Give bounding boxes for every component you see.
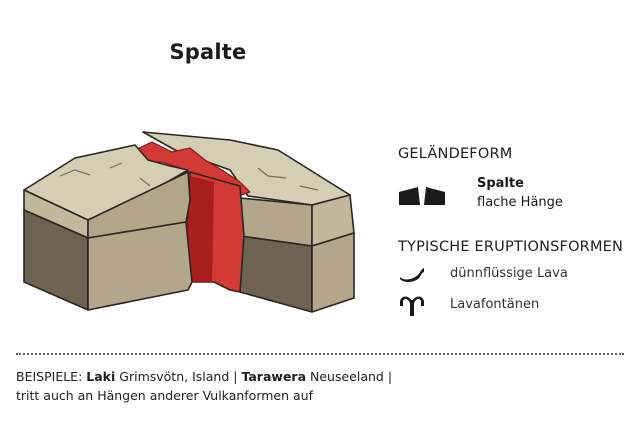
surface-crack-lines: [59, 162, 319, 191]
example-separator: |: [233, 369, 238, 384]
example-separator-2: |: [387, 369, 393, 384]
example-2-location: Neuseeland: [310, 369, 384, 384]
lava-flow-label: dünnflüssige Lava: [450, 266, 568, 281]
left-block-mantle-front: [87, 221, 193, 311]
right-block-mantle-face: [239, 235, 313, 313]
dotted-divider: [16, 353, 624, 355]
fissure-landform-icon: [399, 187, 445, 205]
lava-dike-shadow: [186, 176, 214, 282]
landform-heading: GELÄNDEFORM: [398, 146, 513, 162]
fissure-block-diagram: [23, 131, 355, 313]
landform-name: Spalte: [477, 176, 524, 191]
landform-description: flache Hänge: [477, 195, 563, 210]
eruption-heading: TYPISCHE ERUPTIONSFORMEN: [398, 239, 624, 255]
lava-fountain-icon: [400, 296, 424, 316]
right-block-side-mantle: [311, 232, 355, 313]
diagram-title: Spalte: [169, 40, 247, 64]
left-block-front-crust: [87, 171, 191, 239]
examples-note: tritt auch an Hängen anderer Vulkanforme…: [16, 388, 313, 403]
lava-fountain-label: Lavafontänen: [450, 297, 540, 312]
examples-prefix: BEISPIELE:: [16, 369, 83, 384]
example-2-name: Tarawera: [241, 369, 307, 384]
examples-text: BEISPIELE: Laki Grimsvötn, Island | Tara…: [16, 367, 392, 405]
example-1-name: Laki: [86, 369, 116, 384]
lava-flow-icon: [400, 268, 424, 282]
examples-line-1: BEISPIELE: Laki Grimsvötn, Island | Tara…: [16, 367, 392, 386]
example-1-location: Grimsvötn, Island: [119, 369, 230, 384]
